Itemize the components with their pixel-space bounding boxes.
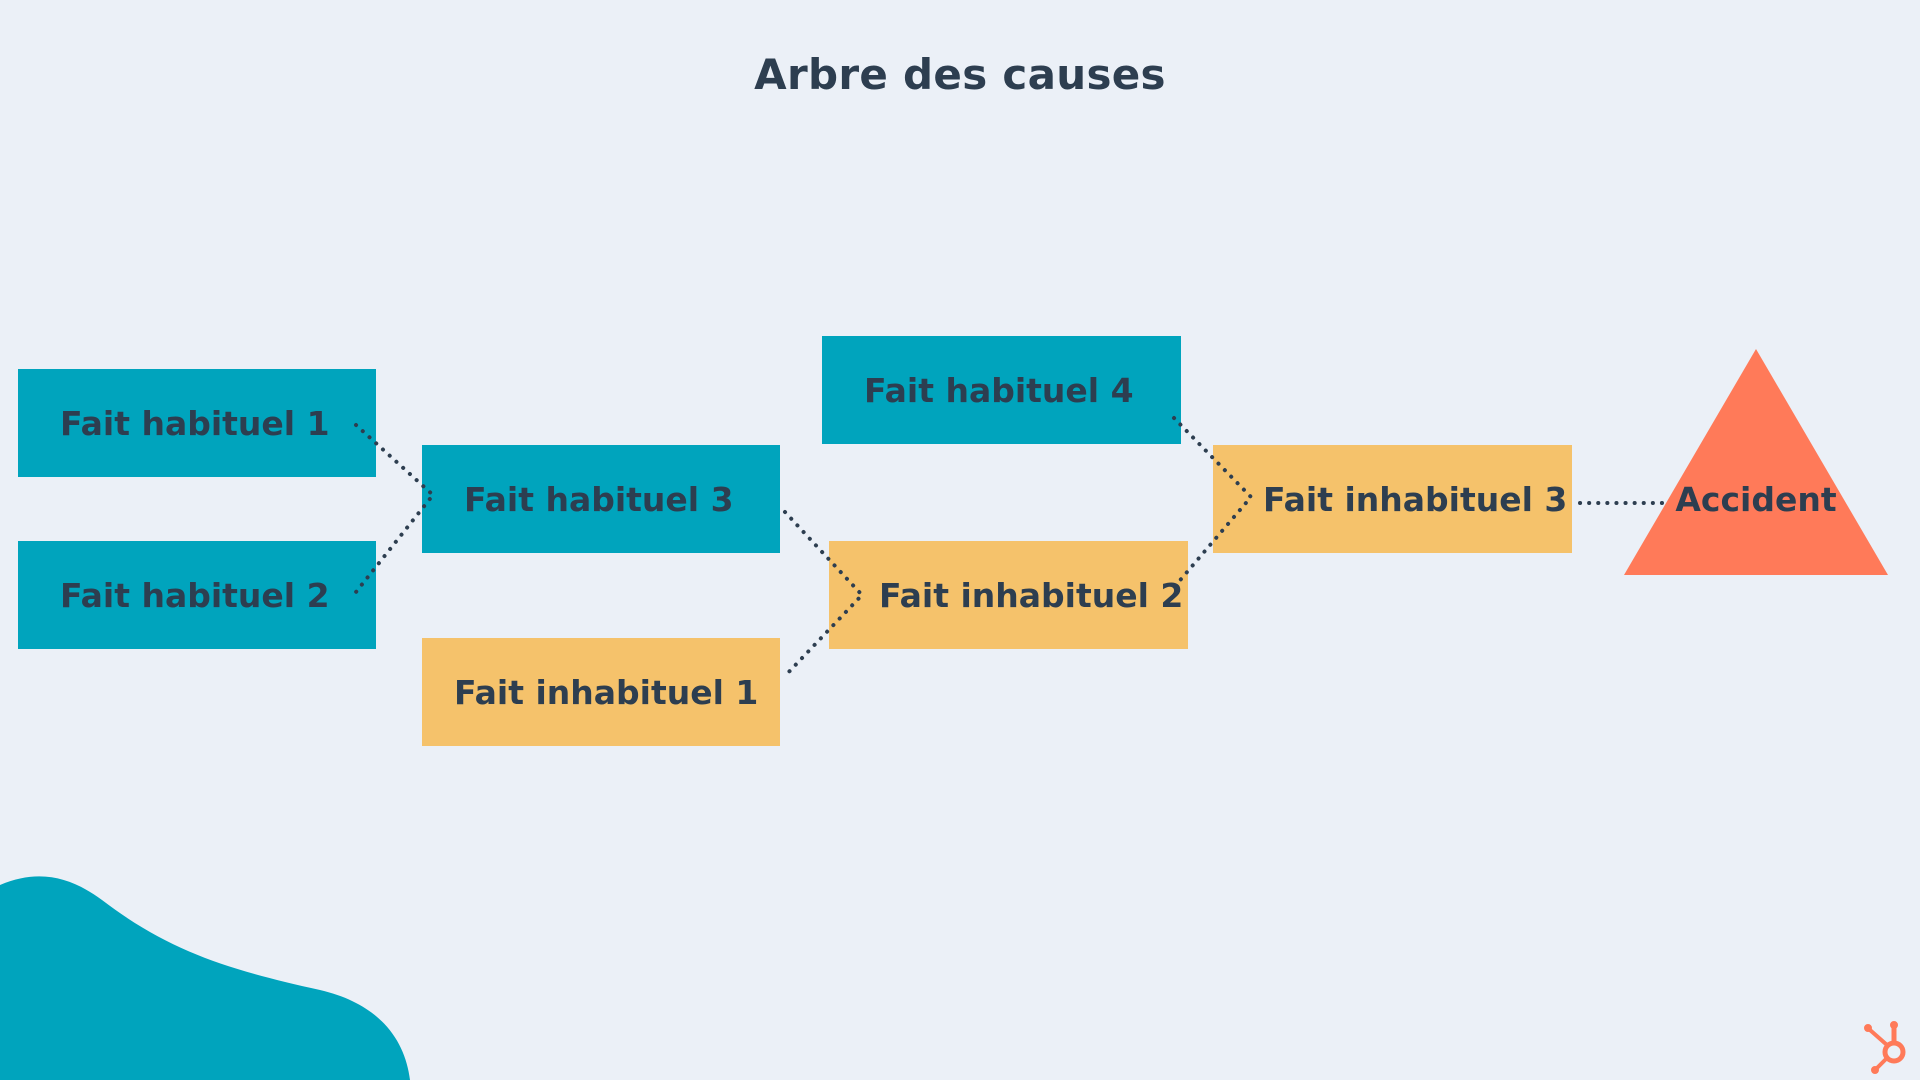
node-fait-habituel-4: Fait habituel 4: [822, 336, 1181, 444]
node-fait-inhabituel-2: Fait inhabituel 2: [829, 541, 1188, 649]
teal-blob-shape: [0, 876, 410, 1080]
hubspot-sprocket-icon: [1864, 1021, 1906, 1074]
node-fait-habituel-3: Fait habituel 3: [422, 445, 780, 553]
node-fait-inhabituel-1: Fait inhabituel 1: [422, 638, 780, 746]
node-label: Fait habituel 3: [464, 479, 734, 519]
node-label: Fait inhabituel 2: [879, 575, 1184, 615]
connector-fh1-fh2-to-fh3: [354, 423, 436, 594]
connectors: [354, 416, 1674, 678]
node-label: Fait habituel 1: [60, 403, 330, 443]
accident-triangle: [1624, 349, 1888, 575]
node-fait-habituel-1: Fait habituel 1: [18, 369, 376, 477]
page-title: Arbre des causes: [754, 50, 1166, 99]
node-label: Fait habituel 2: [60, 575, 330, 615]
connector-fh4-fi2-to-fi3: [1172, 416, 1254, 587]
node-fait-habituel-2: Fait habituel 2: [18, 541, 376, 649]
connector-fh3-fi1-to-fi2: [783, 510, 865, 678]
accident-label: Accident: [1675, 480, 1837, 519]
node-fait-inhabituel-3: Fait inhabituel 3: [1213, 445, 1572, 553]
node-label: Fait inhabituel 1: [454, 672, 759, 712]
node-label: Fait inhabituel 3: [1263, 479, 1568, 519]
node-label: Fait habituel 4: [864, 370, 1134, 410]
